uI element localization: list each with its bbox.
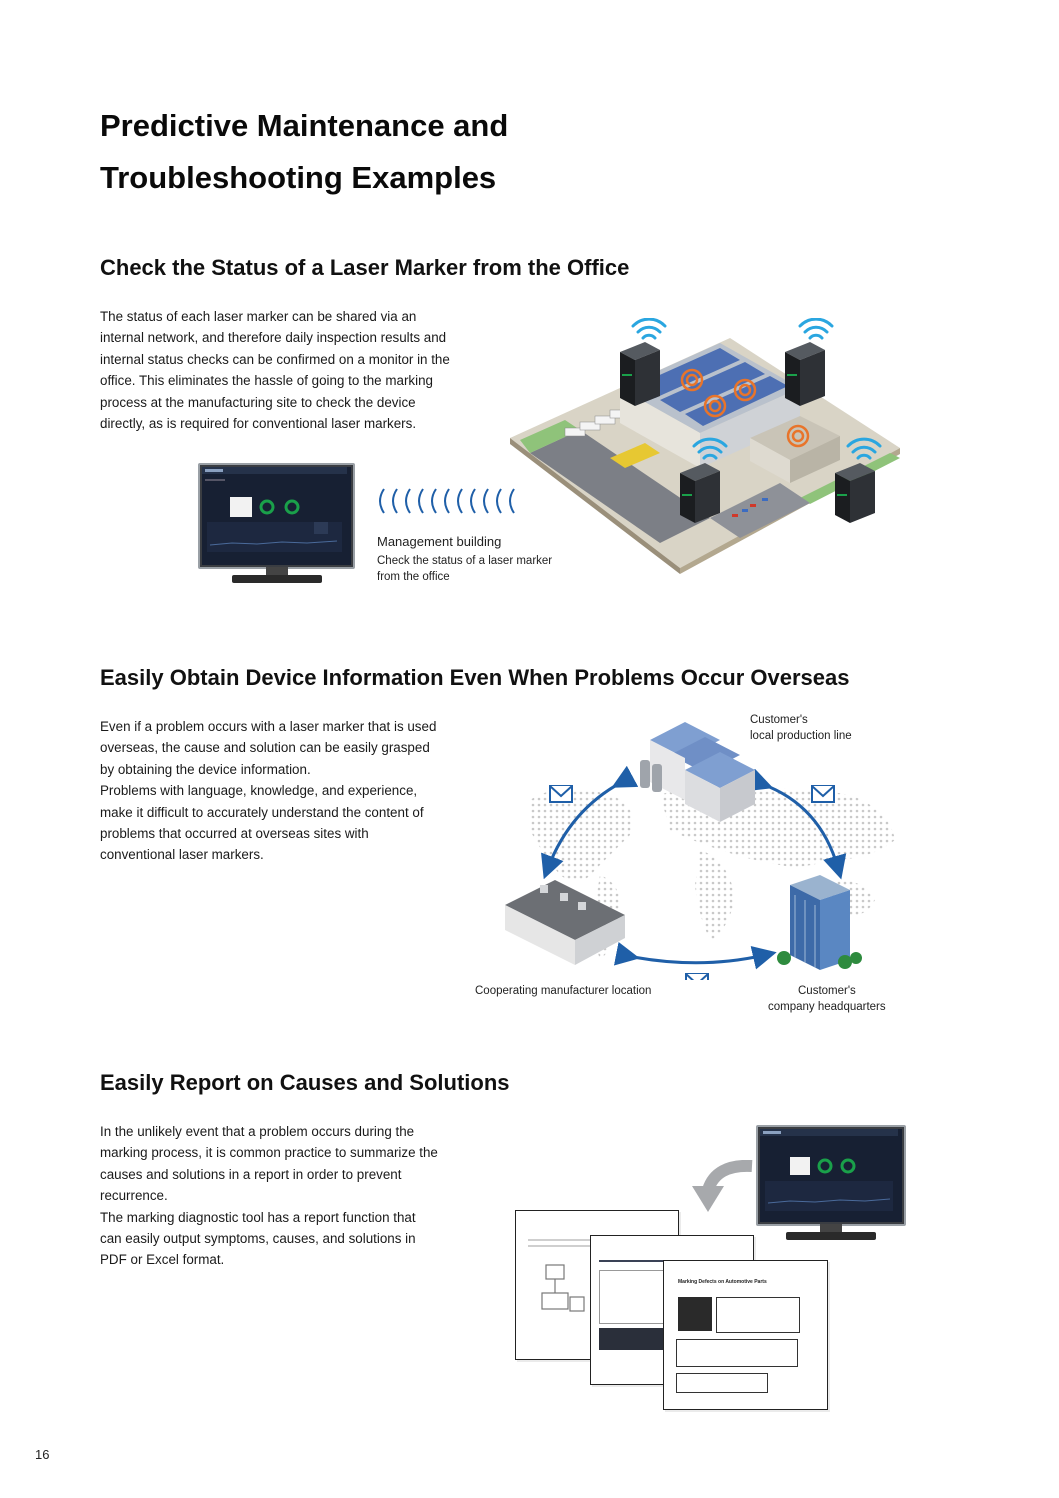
caption-management-building: Management building [377,534,502,549]
curved-arrow-icon [692,1160,753,1212]
body-line: directly, as is required for conventiona… [100,416,417,432]
body-line: The marking diagnostic tool has a report… [100,1209,416,1225]
mail-icon [685,973,709,980]
body-line: conventional laser markers. [100,847,264,863]
wifi-icon [846,437,882,460]
signal-waves-icon [379,488,515,514]
body-line: office. This eliminates the hassle of go… [100,373,433,389]
device-sketch-icon [541,1264,585,1312]
office-monitor [198,463,355,583]
section-heading-overseas: Easily Obtain Device Information Even Wh… [100,665,850,690]
body-line: can easily output symptoms, causes, and … [100,1231,416,1247]
page-title-line-2: Troubleshooting Examples [100,160,497,195]
body-line: internal status checks can be confirmed … [100,351,450,367]
report-page-3: Marking Defects on Automotive Parts [663,1260,828,1410]
page-number: 16 [35,1447,50,1462]
factory-illustration [510,318,900,574]
headquarters-building-icon [777,875,862,970]
label-production-line-2: local production line [750,730,852,742]
page-title-line-1: Predictive Maintenance and [100,108,509,143]
server-icon [835,463,875,523]
dashboard-screen [760,1129,898,1211]
body-line: marking process, it is common practice t… [100,1145,438,1161]
world-map-diagram [505,722,895,980]
label-production-line-1: Customer's [750,714,808,726]
body-line: by obtaining the device information. [100,761,311,777]
body-line: PDF or Excel format. [100,1252,225,1268]
body-line: overseas, the cause and solution can be … [100,740,430,756]
label-hq-2: company headquarters [768,1001,886,1013]
server-icon [620,342,660,406]
wifi-icon [798,318,834,340]
wifi-icon [692,437,728,460]
body-line: Even if a problem occurs with a laser ma… [100,719,437,734]
server-icon [680,463,720,523]
production-line-building-icon [640,722,755,822]
body-line: Problems with language, knowledge, and e… [100,783,418,799]
section-report-body: In the unlikely event that a problem occ… [100,1121,500,1271]
body-line: causes and solutions in a report in orde… [100,1166,402,1182]
body-line: internal network, and therefore daily in… [100,330,447,346]
body-line: recurrence. [100,1188,168,1204]
section-heading-report: Easily Report on Causes and Solutions [100,1070,510,1095]
wifi-icon [631,318,667,340]
dashboard-screen [202,467,347,552]
page-title: Predictive Maintenance and Troubleshooti… [100,100,700,204]
body-line: In the unlikely event that a problem occ… [100,1124,415,1139]
report-title: Marking Defects on Automotive Parts [678,1279,767,1285]
caption-check-status-1: Check the status of a laser marker [377,555,553,567]
label-hq-1: Customer's [798,985,856,997]
body-line: make it difficult to accurately understa… [100,804,424,820]
report-monitor [756,1125,906,1240]
label-cooperating-manufacturer: Cooperating manufacturer location [475,985,652,997]
server-icon [785,342,825,406]
mail-icon [811,785,835,803]
warehouse-building-icon [505,880,625,965]
section-overseas-body: Even if a problem occurs with a laser ma… [100,716,500,866]
body-line: problems that occurred at overseas sites… [100,826,369,842]
section-status-body: The status of each laser marker can be s… [100,306,500,434]
section-heading-status: Check the Status of a Laser Marker from … [100,255,630,280]
body-line: The status of each laser marker can be s… [100,309,417,324]
body-line: process at the manufacturing site to che… [100,394,416,410]
caption-check-status-2: from the office [377,571,450,583]
mail-icon [549,785,573,803]
